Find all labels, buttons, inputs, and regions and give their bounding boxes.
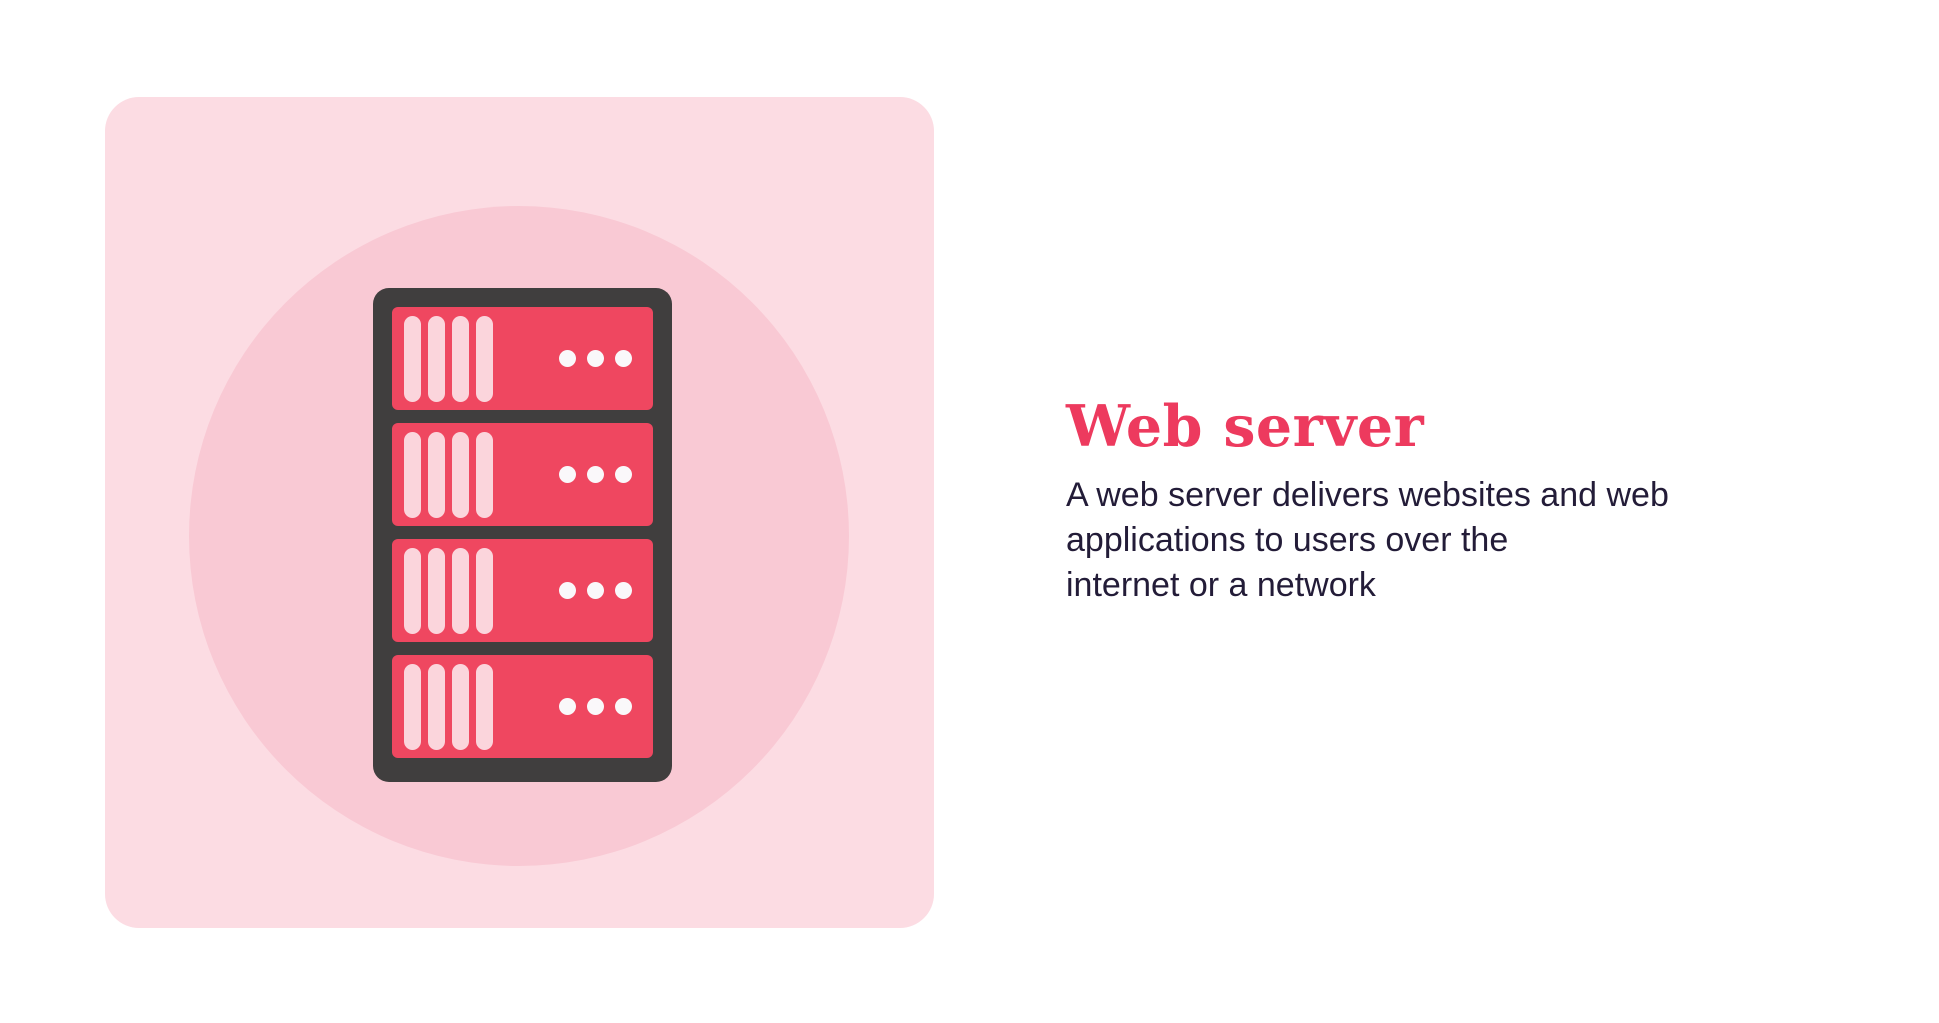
vent-bar-icon [476, 315, 493, 402]
status-dots [559, 582, 632, 599]
status-dot-icon [559, 350, 576, 367]
vent-bar-icon [452, 315, 469, 402]
description-text: A web server delivers websites and web a… [1066, 473, 1826, 608]
text-content: Web server A web server delivers website… [1066, 394, 1826, 608]
description-line-1: A web server delivers websites and web [1066, 476, 1669, 514]
status-dot-icon [615, 466, 632, 483]
status-dot-icon [615, 698, 632, 715]
status-dot-icon [587, 350, 604, 367]
vent-bar-icon [404, 431, 421, 518]
server-rack-icon [373, 288, 672, 782]
description-line-2: applications to users over the [1066, 521, 1509, 559]
vent-bars [404, 547, 493, 634]
vent-bars [404, 315, 493, 402]
server-unit [392, 539, 653, 642]
status-dot-icon [559, 582, 576, 599]
status-dot-icon [559, 698, 576, 715]
vent-bar-icon [476, 547, 493, 634]
vent-bar-icon [404, 663, 421, 750]
status-dot-icon [559, 466, 576, 483]
vent-bar-icon [428, 547, 445, 634]
vent-bar-icon [404, 315, 421, 402]
vent-bar-icon [452, 547, 469, 634]
server-unit [392, 307, 653, 410]
page-title: Web server [1066, 393, 1425, 460]
vent-bar-icon [476, 431, 493, 518]
status-dots [559, 698, 632, 715]
vent-bar-icon [428, 315, 445, 402]
status-dot-icon [615, 582, 632, 599]
status-dots [559, 466, 632, 483]
vent-bar-icon [428, 431, 445, 518]
status-dot-icon [615, 350, 632, 367]
server-unit [392, 423, 653, 526]
illustration-card [105, 97, 934, 928]
status-dot-icon [587, 466, 604, 483]
vent-bar-icon [476, 663, 493, 750]
status-dots [559, 350, 632, 367]
vent-bars [404, 663, 493, 750]
status-dot-icon [587, 582, 604, 599]
vent-bars [404, 431, 493, 518]
vent-bar-icon [452, 431, 469, 518]
vent-bar-icon [404, 547, 421, 634]
description-line-3: internet or a network [1066, 566, 1376, 604]
vent-bar-icon [428, 663, 445, 750]
status-dot-icon [587, 698, 604, 715]
server-unit [392, 655, 653, 758]
vent-bar-icon [452, 663, 469, 750]
